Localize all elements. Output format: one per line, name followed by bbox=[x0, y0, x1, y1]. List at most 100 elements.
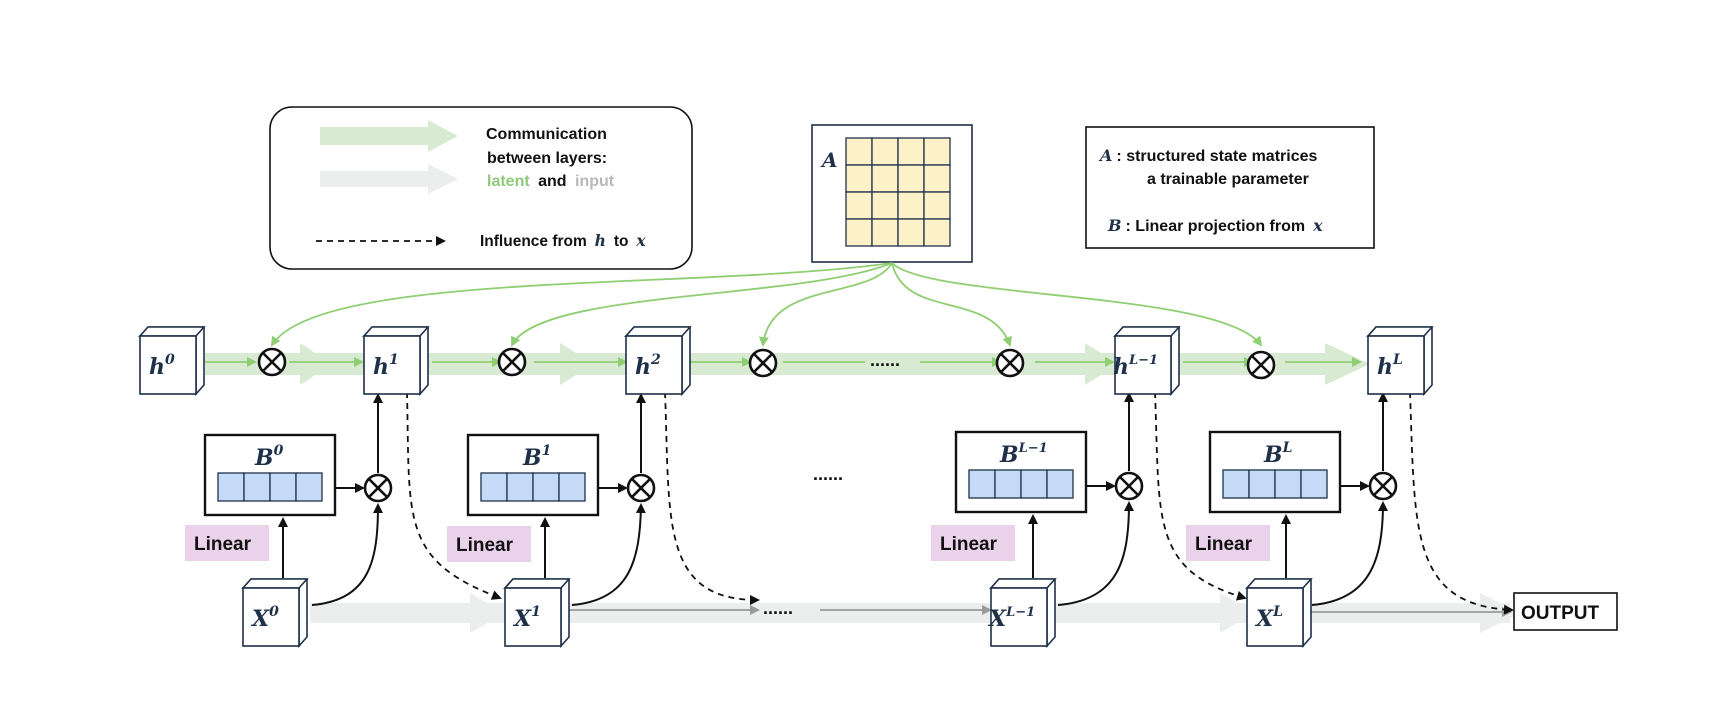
b-block-L-1: BL−1 bbox=[954, 430, 1088, 514]
a-broadcast-curves bbox=[270, 262, 1263, 347]
hidden-state-h2: h2 bbox=[624, 326, 692, 397]
svg-text:Linear: Linear bbox=[940, 534, 998, 555]
b-vector-cell bbox=[994, 469, 1022, 499]
input-xL-1: XL−1 bbox=[987, 578, 1057, 649]
input-x1: X1 bbox=[503, 578, 571, 649]
matrix-a-cell bbox=[923, 137, 951, 166]
b-vector-cell bbox=[506, 472, 534, 502]
multiply-node bbox=[1368, 471, 1398, 501]
svg-text:Linear: Linear bbox=[194, 534, 252, 555]
svg-text:h1: h1 bbox=[373, 352, 399, 380]
linear-label-L: Linear bbox=[1186, 525, 1270, 561]
b-vector-cell bbox=[1300, 469, 1328, 499]
input-band-arrow bbox=[320, 164, 458, 194]
multiply-node bbox=[1246, 350, 1276, 380]
legend-influence-text: Influence from h to x bbox=[480, 231, 646, 250]
matrix-a-cell bbox=[845, 164, 873, 193]
b-vector-cell bbox=[1248, 469, 1276, 499]
multiply-node bbox=[257, 347, 287, 377]
legend-latent-input-line: latent and input bbox=[487, 173, 615, 190]
svg-text:XL: XL bbox=[1254, 604, 1283, 632]
multiply-node bbox=[626, 473, 656, 503]
definition-a-line2: a trainable parameter bbox=[1147, 171, 1309, 188]
b-vector-cell bbox=[532, 472, 560, 502]
legend-communication-line1: Communication bbox=[486, 126, 607, 143]
latent-band-arrow bbox=[320, 120, 458, 152]
svg-text:h0: h0 bbox=[149, 352, 175, 380]
linear-label-L-1: Linear bbox=[931, 525, 1015, 561]
b-block-0: B0 bbox=[203, 433, 337, 517]
legend-and-word: and bbox=[538, 173, 566, 190]
matrix-a-cell bbox=[897, 218, 925, 247]
hidden-state-h0: h0 bbox=[138, 326, 206, 397]
b-vector-cell bbox=[1046, 469, 1074, 499]
matrix-a-label: A bbox=[820, 148, 838, 172]
b-vector-cell bbox=[968, 469, 996, 499]
matrix-a-cell bbox=[871, 191, 899, 220]
hidden-state-hL: hL bbox=[1366, 326, 1434, 397]
input-thin-lines bbox=[565, 605, 1512, 617]
b-vector-cell bbox=[243, 472, 271, 502]
matrix-a-cell bbox=[845, 191, 873, 220]
svg-text:X1: X1 bbox=[512, 604, 541, 632]
linear-label-1: Linear bbox=[447, 526, 531, 562]
matrix-a-box: A bbox=[811, 124, 973, 263]
connectors bbox=[278, 391, 1514, 615]
matrix-a-cell bbox=[871, 137, 899, 166]
svg-text:BL: BL bbox=[1263, 440, 1293, 468]
svg-text:B0: B0 bbox=[254, 443, 284, 471]
output-box: OUTPUT bbox=[1513, 592, 1618, 631]
latent-ellipsis: ...... bbox=[870, 350, 900, 370]
matrix-a-cell bbox=[845, 137, 873, 166]
input-x0: X0 bbox=[241, 578, 309, 649]
multiply-node bbox=[995, 348, 1025, 378]
svg-text:h2: h2 bbox=[635, 352, 661, 380]
definition-a: A : structured state matrices bbox=[1098, 146, 1317, 165]
svg-text:Linear: Linear bbox=[1195, 534, 1253, 555]
multiply-node bbox=[497, 347, 527, 377]
b-vector-cell bbox=[295, 472, 323, 502]
b-vector-cell bbox=[1020, 469, 1048, 499]
definition-b: B : Linear projection from x bbox=[1107, 216, 1323, 235]
definitions-box: A : structured state matrices a trainabl… bbox=[1085, 126, 1375, 249]
matrix-a-cell bbox=[923, 191, 951, 220]
multiply-node bbox=[363, 473, 393, 503]
b-vector-cell bbox=[1222, 469, 1250, 499]
legend-communication-line2: between layers: bbox=[487, 150, 607, 167]
matrix-a-cell bbox=[923, 164, 951, 193]
legend-latent-word: latent bbox=[487, 173, 530, 190]
multiply-node bbox=[1114, 471, 1144, 501]
matrix-a-cell bbox=[845, 218, 873, 247]
input-ellipsis: ...... bbox=[763, 598, 793, 618]
matrix-a-cell bbox=[871, 164, 899, 193]
b-vector-cell bbox=[217, 472, 245, 502]
svg-text:B1: B1 bbox=[522, 443, 551, 471]
input-flow-band bbox=[310, 593, 1520, 633]
hidden-state-hL-1: hL−1 bbox=[1113, 326, 1181, 397]
matrix-a-cell bbox=[923, 218, 951, 247]
svg-text:hL: hL bbox=[1377, 352, 1403, 380]
matrix-a-cell bbox=[897, 191, 925, 220]
b-vector-cell bbox=[1274, 469, 1302, 499]
matrix-a-grid bbox=[845, 137, 951, 247]
matrix-a-cell bbox=[871, 218, 899, 247]
svg-text:X0: X0 bbox=[250, 604, 279, 632]
legend-box: Communication between layers: latent and… bbox=[269, 106, 693, 270]
middle-ellipsis: ...... bbox=[813, 464, 843, 484]
svg-text:BL−1: BL−1 bbox=[999, 441, 1048, 468]
multiply-node bbox=[748, 348, 778, 378]
hidden-state-h1: h1 bbox=[362, 326, 430, 397]
matrix-a-cell bbox=[897, 164, 925, 193]
matrix-a-cell bbox=[897, 137, 925, 166]
legend-input-word: input bbox=[575, 173, 615, 190]
b-vector-cell bbox=[558, 472, 586, 502]
svg-text:Linear: Linear bbox=[456, 535, 514, 556]
svg-text:XL−1: XL−1 bbox=[987, 605, 1035, 632]
linear-label-0: Linear bbox=[185, 525, 269, 561]
b-vector-cell bbox=[269, 472, 297, 502]
b-block-1: B1 bbox=[466, 433, 600, 517]
output-label: OUTPUT bbox=[1521, 603, 1600, 624]
input-xL: XL bbox=[1245, 578, 1313, 649]
b-block-L: BL bbox=[1208, 430, 1342, 514]
